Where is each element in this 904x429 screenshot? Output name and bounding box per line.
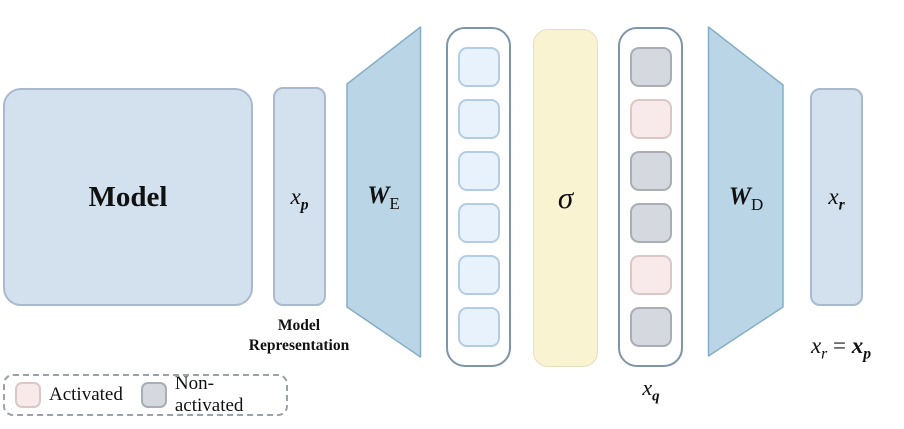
cell-non-activated	[629, 307, 672, 347]
xq-label: xq	[642, 375, 660, 405]
encoder-trapezoid	[346, 26, 422, 358]
legend: Activated Non-activated	[3, 373, 288, 417]
cell-latent	[457, 307, 500, 347]
cell-non-activated	[629, 151, 672, 191]
encoder-weight-label: WE	[367, 182, 400, 213]
legend-item-activated: Activated	[15, 382, 123, 408]
activation-function-bar: σ	[533, 29, 598, 367]
non-activated-swatch-icon	[140, 382, 167, 408]
xr-label: xr	[828, 184, 845, 214]
sigma-label: σ	[557, 180, 574, 215]
latent-vector-container	[446, 27, 511, 367]
cell-non-activated	[629, 203, 672, 243]
cell-latent	[457, 255, 500, 295]
decoder-weight-label: WD	[728, 183, 764, 214]
reconstruction-equation: xr = xp	[810, 333, 872, 363]
xr-reconstruction-bar: xr	[810, 88, 863, 306]
model-box: Model	[3, 88, 253, 306]
cell-activated	[629, 99, 672, 139]
cell-latent	[457, 151, 500, 191]
cell-latent	[457, 99, 500, 139]
xp-label: xp	[290, 183, 309, 214]
cell-non-activated	[629, 47, 672, 87]
xp-representation-bar: xp	[273, 87, 326, 306]
decoder-trapezoid	[707, 26, 784, 357]
activated-label: Activated	[49, 384, 123, 405]
xq-vector-container	[618, 27, 683, 367]
activated-swatch-icon	[15, 382, 41, 408]
model-representation-caption: Model Representation	[248, 317, 350, 355]
cell-activated	[629, 255, 672, 295]
decoder-trapezoid-shape	[707, 26, 784, 357]
cell-latent	[457, 47, 500, 87]
cell-latent	[457, 203, 500, 243]
encoder-trapezoid-shape	[346, 26, 422, 358]
legend-item-non-activated: Non-activated	[140, 373, 276, 417]
model-label: Model	[88, 180, 168, 213]
non-activated-label: Non-activated	[174, 373, 244, 416]
